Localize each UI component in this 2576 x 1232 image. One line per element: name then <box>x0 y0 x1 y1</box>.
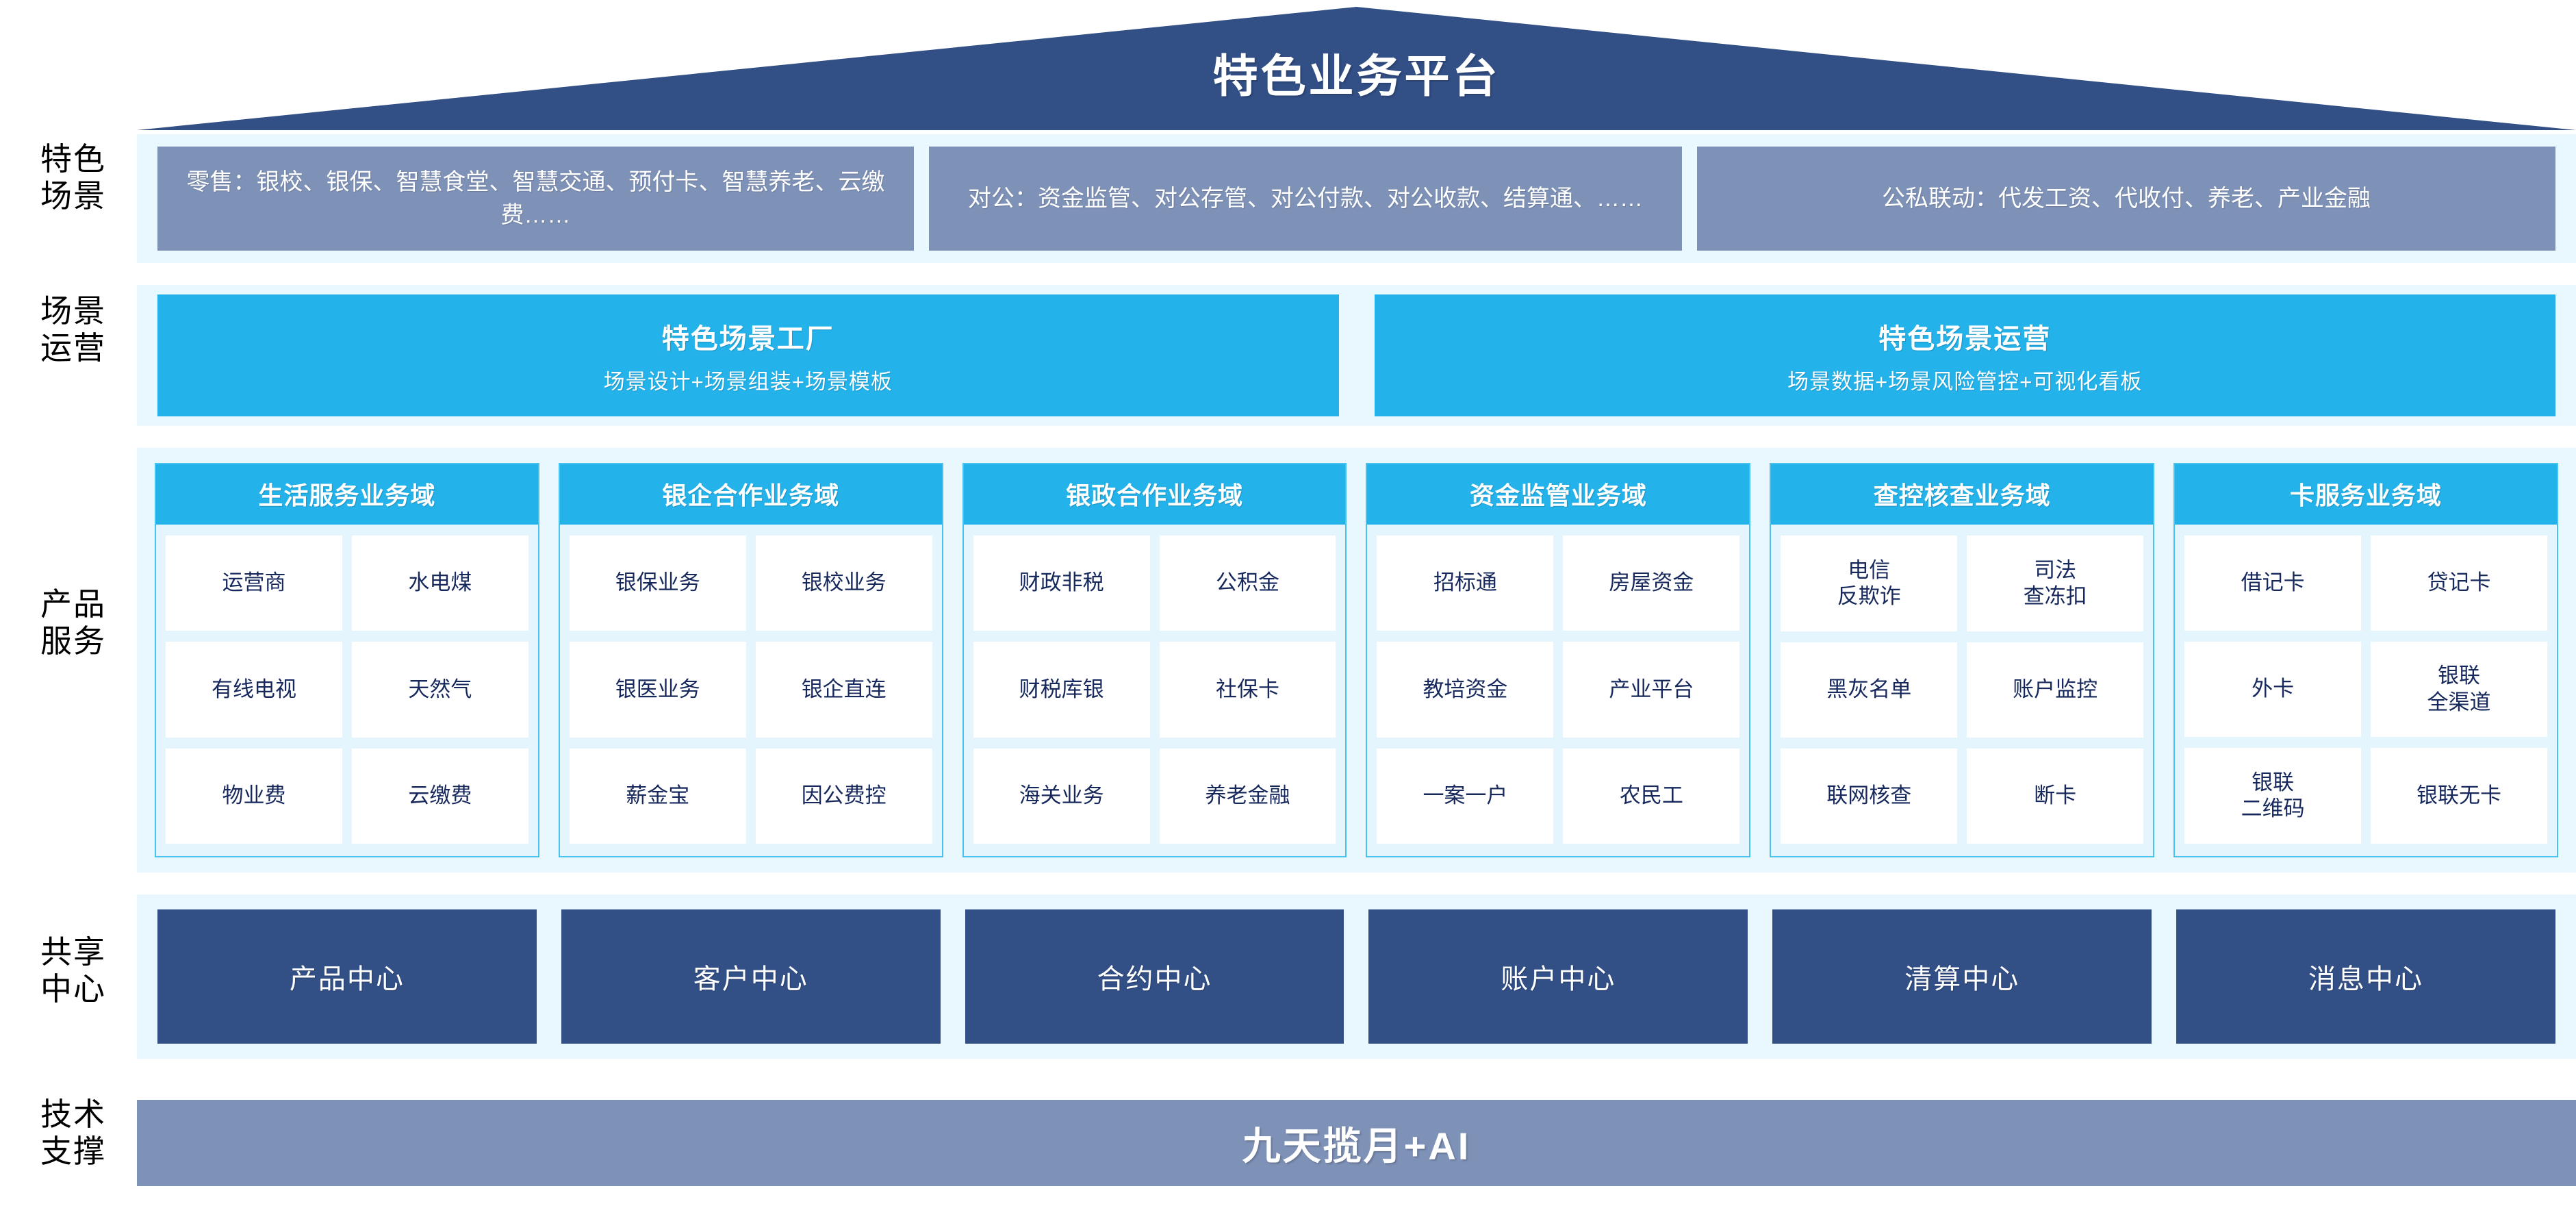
domain-column: 银企合作业务域银保业务银校业务银医业务银企直连薪金宝因公费控 <box>558 463 943 857</box>
rail-label-operations: 场景 运营 <box>40 293 106 366</box>
domain-title: 生活服务业务域 <box>156 464 538 525</box>
domain-cell[interactable]: 农民工 <box>1563 748 1740 844</box>
domain-title: 银企合作业务域 <box>559 464 942 525</box>
domain-column: 银政合作业务域财政非税公积金财税库银社保卡海关业务养老金融 <box>962 463 1347 857</box>
domain-cell[interactable]: 银校业务 <box>755 536 932 631</box>
domain-cell-grid: 招标通房屋资金教培资金产业平台一案一户农民工 <box>1367 525 1749 856</box>
domain-cell[interactable]: 银医业务 <box>569 642 746 738</box>
domain-cell[interactable]: 因公费控 <box>755 748 932 844</box>
domain-cell[interactable]: 银联 二维码 <box>2184 748 2362 844</box>
operations-factory-subtitle: 场景设计+场景组装+场景模板 <box>603 369 893 394</box>
domain-column: 查控核查业务域电信 反欺诈司法 查冻扣黑灰名单账户监控联网核查断卡 <box>1770 463 2155 857</box>
domain-title: 查控核查业务域 <box>1771 464 2154 525</box>
domain-cell[interactable]: 运营商 <box>166 536 342 631</box>
domain-title: 资金监管业务域 <box>1367 464 1750 525</box>
domain-cell[interactable]: 社保卡 <box>1159 642 1336 738</box>
operations-operate-subtitle: 场景数据+场景风险管控+可视化看板 <box>1787 369 2143 394</box>
rail-label-centers: 共享 中心 <box>40 934 106 1007</box>
domain-cell[interactable]: 公积金 <box>1159 536 1336 631</box>
domain-cell[interactable]: 电信 反欺诈 <box>1781 536 1958 631</box>
domain-cell[interactable]: 养老金融 <box>1159 748 1336 844</box>
domain-cell[interactable]: 物业费 <box>166 748 342 844</box>
rail-label-tech: 技术 支撑 <box>40 1096 106 1170</box>
domain-column: 卡服务业务域借记卡贷记卡外卡银联 全渠道银联 二维码银联无卡 <box>2173 463 2558 857</box>
rail-label-scenarios: 特色 场景 <box>40 141 106 214</box>
domain-cell[interactable]: 银联 全渠道 <box>2371 641 2547 738</box>
domain-cell[interactable]: 外卡 <box>2184 641 2362 738</box>
domain-cell[interactable]: 银联无卡 <box>2371 748 2547 844</box>
domain-cell[interactable]: 教培资金 <box>1377 642 1554 738</box>
domain-cell[interactable]: 联网核查 <box>1781 748 1958 844</box>
domain-cell-grid: 借记卡贷记卡外卡银联 全渠道银联 二维码银联无卡 <box>2175 525 2557 856</box>
shared-center-box[interactable]: 合约中心 <box>965 909 1344 1044</box>
shared-center-box[interactable]: 账户中心 <box>1368 909 1748 1044</box>
domain-cell[interactable]: 海关业务 <box>973 748 1150 844</box>
domain-cell-grid: 运营商水电煤有线电视天然气物业费云缴费 <box>156 525 538 856</box>
domain-cell[interactable]: 财税库银 <box>973 642 1150 738</box>
shared-center-box[interactable]: 客户中心 <box>561 909 941 1044</box>
tech-support-bar[interactable]: 九天揽月+AI <box>137 1100 2576 1186</box>
domain-cell[interactable]: 司法 查冻扣 <box>1967 536 2144 631</box>
domain-cell[interactable]: 账户监控 <box>1967 642 2144 738</box>
domain-cell[interactable]: 一案一户 <box>1377 748 1554 844</box>
domain-cell[interactable]: 房屋资金 <box>1563 536 1740 631</box>
domain-cell[interactable]: 银保业务 <box>569 536 746 631</box>
shared-center-box[interactable]: 消息中心 <box>2176 909 2555 1044</box>
domain-cell[interactable]: 水电煤 <box>351 536 528 631</box>
domain-title: 卡服务业务域 <box>2175 464 2557 525</box>
scenario-box-retail[interactable]: 零售：银校、银保、智慧食堂、智慧交通、预付卡、智慧养老、云缴费…… <box>157 147 914 251</box>
domain-cell[interactable]: 云缴费 <box>351 748 528 844</box>
operations-box-operate[interactable]: 特色场景运营 场景数据+场景风险管控+可视化看板 <box>1374 294 2555 416</box>
operations-band: 特色场景工厂 场景设计+场景组装+场景模板 特色场景运营 场景数据+场景风险管控… <box>137 285 2576 426</box>
domain-cell[interactable]: 断卡 <box>1967 748 2144 844</box>
domain-cell[interactable]: 天然气 <box>351 642 528 738</box>
rail-label-products: 产品 服务 <box>40 586 106 659</box>
shared-center-box[interactable]: 产品中心 <box>157 909 537 1044</box>
platform-roof-banner: 特色业务平台 <box>137 7 2576 130</box>
product-service-band: 生活服务业务域运营商水电煤有线电视天然气物业费云缴费银企合作业务域银保业务银校业… <box>137 448 2576 872</box>
domain-cell[interactable]: 有线电视 <box>166 642 342 738</box>
domain-cell[interactable]: 财政非税 <box>973 536 1150 631</box>
domain-title: 银政合作业务域 <box>963 464 1346 525</box>
domain-column: 资金监管业务域招标通房屋资金教培资金产业平台一案一户农民工 <box>1366 463 1751 857</box>
domain-cell[interactable]: 薪金宝 <box>569 748 746 844</box>
operations-operate-title: 特色场景运营 <box>1878 323 2052 354</box>
operations-box-factory[interactable]: 特色场景工厂 场景设计+场景组装+场景模板 <box>157 294 1339 416</box>
domain-cell[interactable]: 产业平台 <box>1563 642 1740 738</box>
domain-column: 生活服务业务域运营商水电煤有线电视天然气物业费云缴费 <box>155 463 539 857</box>
domain-cell[interactable]: 银企直连 <box>755 642 932 738</box>
domain-cell-grid: 财政非税公积金财税库银社保卡海关业务养老金融 <box>964 525 1346 856</box>
scenario-band: 零售：银校、银保、智慧食堂、智慧交通、预付卡、智慧养老、云缴费…… 对公：资金监… <box>137 134 2576 263</box>
operations-factory-title: 特色场景工厂 <box>661 323 834 354</box>
shared-center-box[interactable]: 清算中心 <box>1772 909 2152 1044</box>
domain-cell[interactable]: 贷记卡 <box>2371 536 2547 631</box>
scenario-box-corporate[interactable]: 对公：资金监管、对公存管、对公付款、对公收款、结算通、…… <box>929 147 1682 251</box>
scenario-box-linkage[interactable]: 公私联动：代发工资、代收付、养老、产业金融 <box>1697 147 2555 251</box>
shared-center-band: 产品中心客户中心合约中心账户中心清算中心消息中心 <box>137 894 2576 1059</box>
domain-cell-grid: 电信 反欺诈司法 查冻扣黑灰名单账户监控联网核查断卡 <box>1771 525 2153 856</box>
roof-shape-icon <box>137 7 2576 130</box>
platform-title: 特色业务平台 <box>1212 51 1501 101</box>
domain-cell[interactable]: 招标通 <box>1377 536 1554 631</box>
domain-cell-grid: 银保业务银校业务银医业务银企直连薪金宝因公费控 <box>560 525 942 856</box>
domain-cell[interactable]: 黑灰名单 <box>1781 642 1958 738</box>
domain-cell[interactable]: 借记卡 <box>2184 536 2362 631</box>
